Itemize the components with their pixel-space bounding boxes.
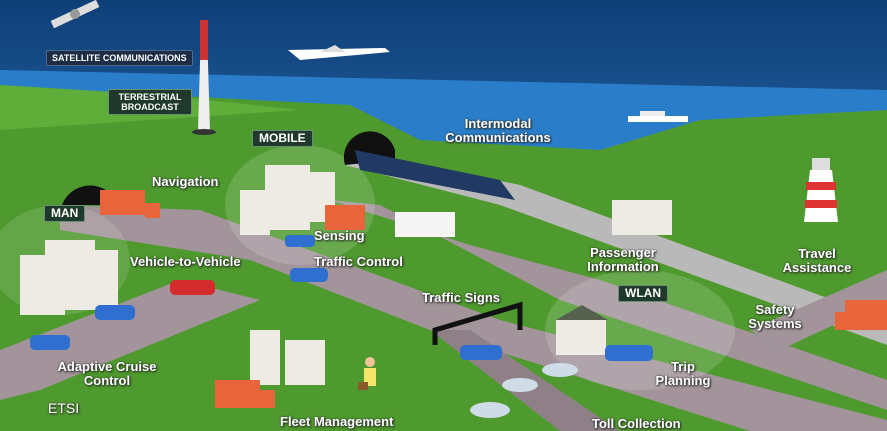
etsi-logo-text: ETSI [48,400,80,416]
satellite-icon [50,0,100,29]
label-toll-collection: Toll Collection [592,416,681,431]
label-wlan: WLAN [618,285,668,302]
label-traffic-control: Traffic Control [314,254,403,269]
label-vehicle-to-vehicle: Vehicle-to-Vehicle [130,254,241,269]
left-road [0,280,260,400]
label-travel-assistance: Travel Assistance [782,246,852,275]
buildings [20,165,672,385]
label-traffic-signs: Traffic Signs [422,290,501,305]
label-adaptive-cruise-control: Adaptive Cruise Control [57,359,157,388]
label-trip-planning: Trip Planning [655,359,711,388]
railway [345,150,887,345]
person-icon [358,357,376,390]
label-passenger-information: Passenger Information [587,245,659,274]
grass [0,85,887,431]
label-intermodal-communications: Intermodal Communications [445,116,551,145]
airplane-icon [288,45,390,60]
label-mobile: MOBILE [252,130,313,147]
wlan-coverage [545,270,735,390]
ship-icon [628,111,688,122]
cars [30,235,653,361]
train [355,150,515,200]
broadcast-tower [192,20,216,135]
label-sensing: Sensing [314,228,365,243]
sign-gantry [432,301,523,345]
label-fleet-management: Fleet Management [280,414,394,429]
lighthouse [804,158,838,222]
label-terrestrial-broadcast: TERRESTRIAL BROADCAST [108,89,192,115]
label-navigation: Navigation [152,174,219,189]
label-man: MAN [44,205,86,222]
bus [395,212,455,237]
tunnel [62,185,112,205]
toll-booths [470,363,578,418]
label-satellite-communications: SATELLITE COMMUNICATIONS [46,50,193,66]
label-safety-systems: Safety Systems [748,302,802,331]
trucks [100,190,887,408]
